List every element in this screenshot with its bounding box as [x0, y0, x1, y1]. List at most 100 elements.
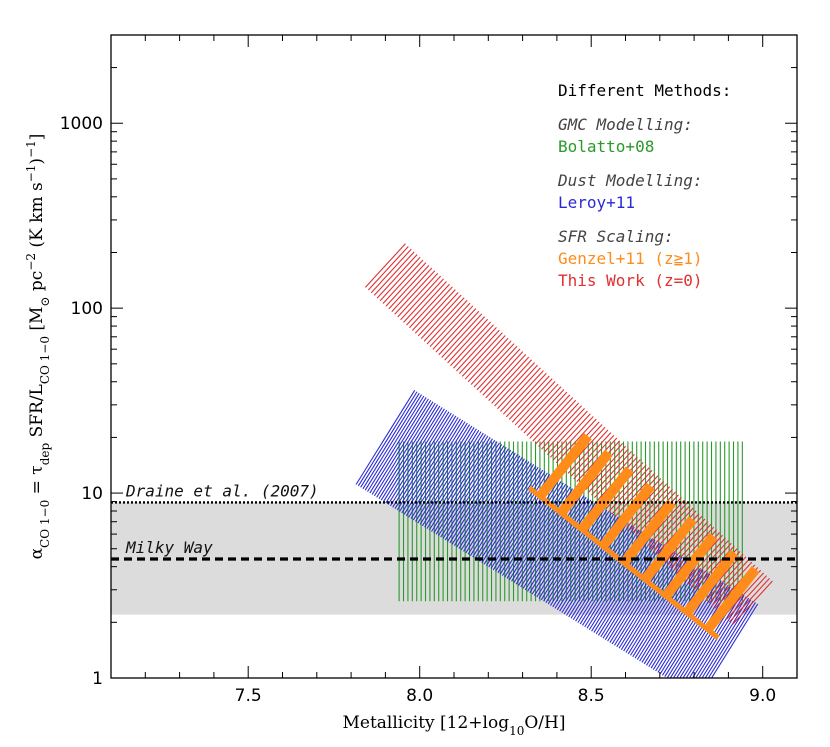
genzel-segment — [703, 566, 760, 633]
series-leroy-hatch-line — [367, 397, 427, 492]
series-leroy-hatch-line — [698, 597, 750, 678]
series-this-work-hatch-line — [379, 256, 421, 302]
series-leroy-hatch-line — [426, 434, 487, 529]
series-this-work-hatch-line — [455, 327, 497, 372]
series-leroy-hatch-line — [504, 482, 564, 578]
series-leroy-hatch-line — [577, 528, 637, 623]
y-axis-title-part: (K km s — [27, 182, 47, 253]
series-leroy-hatch-line — [392, 412, 452, 508]
legend: Different Methods:GMC Modelling:Bolatto+… — [557, 81, 731, 290]
series-this-work-hatch-line — [511, 378, 553, 423]
y-axis-title-part: CO 1−0 — [38, 336, 52, 384]
series-leroy-hatch-line — [380, 405, 441, 501]
series-this-work-hatch-line — [731, 580, 773, 625]
series-leroy-hatch-line — [383, 407, 443, 502]
series-this-work-hatch-line — [526, 391, 568, 437]
series-leroy-hatch-line — [704, 600, 754, 678]
series-leroy-hatch-line — [508, 485, 569, 581]
series-this-work-hatch-line — [693, 545, 735, 590]
series-this-work-hatch-line — [414, 289, 456, 334]
series-leroy-hatch-line — [595, 539, 656, 635]
series-genzel — [536, 432, 760, 633]
y-axis-title-part: CO 1−0 — [38, 500, 52, 548]
series-leroy-hatch-line — [472, 462, 532, 558]
series-leroy-hatch-line — [449, 448, 509, 544]
series-leroy-hatch-line — [506, 483, 567, 579]
milky-way-label: Milky Way — [125, 538, 213, 557]
series-this-work-hatch-line — [549, 413, 591, 458]
legend-item-label: Bolatto+08 — [558, 137, 654, 156]
y-axis-title-part: −1 — [24, 140, 38, 158]
series-leroy-hatch-line — [597, 540, 658, 636]
series-this-work-hatch-line — [690, 542, 732, 588]
series-this-work-hatch-line — [373, 251, 415, 296]
series-this-work-hatch-line — [502, 370, 544, 415]
series-this-work-hatch-line — [367, 246, 409, 291]
series-this-work-hatch-line — [438, 310, 480, 356]
series-this-work-hatch-line — [470, 340, 512, 385]
series-leroy-hatch-line — [460, 455, 521, 551]
series-leroy-hatch-line — [362, 394, 423, 490]
genzel-edge — [527, 486, 720, 640]
series-this-work-hatch-line — [473, 343, 515, 388]
series-this-work-hatch-line — [435, 308, 477, 353]
series-this-work-hatch-line — [687, 540, 729, 585]
x-tick-label: 9.0 — [749, 686, 776, 706]
plot-area — [111, 243, 797, 678]
x-axis-title-part: 10 — [509, 724, 524, 738]
legend-group-title: GMC Modelling: — [558, 115, 693, 134]
series-leroy-hatch-line — [485, 471, 546, 566]
series-this-work-hatch-line — [461, 332, 503, 377]
series-leroy-hatch-line — [435, 439, 496, 535]
series-leroy-hatch-line — [394, 414, 455, 509]
series-leroy-hatch-line — [428, 435, 489, 531]
series-this-work-hatch-line — [544, 407, 585, 453]
series-this-work-hatch-line — [391, 267, 433, 312]
series-leroy-hatch-line — [527, 496, 587, 592]
y-axis-title-part: SFR/L — [27, 384, 47, 443]
series-leroy-hatch-line — [688, 593, 743, 678]
series-leroy-hatch-line — [440, 442, 500, 538]
series-this-work-hatch-line — [447, 318, 489, 364]
series-this-work-hatch-line — [497, 364, 538, 410]
series-this-work-hatch-line — [588, 448, 629, 493]
genzel-segment — [619, 499, 676, 567]
series-leroy-hatch-line — [501, 481, 562, 576]
series-this-work-hatch-line — [670, 524, 712, 569]
genzel-segment — [682, 549, 739, 616]
series-leroy-hatch-line — [412, 425, 473, 521]
series-leroy-hatch-line — [424, 432, 484, 528]
series-leroy-hatch-line — [648, 572, 708, 668]
series-leroy-hatch-line — [456, 452, 516, 548]
series-this-work-hatch-line — [608, 467, 650, 512]
series-leroy-hatch-line — [387, 409, 448, 505]
series-this-work-hatch-line — [364, 243, 406, 288]
series-leroy-hatch-line — [417, 428, 477, 524]
series-this-work-hatch-line — [635, 491, 676, 536]
series-this-work-hatch-line — [552, 416, 594, 461]
series-leroy-hatch-line — [373, 401, 434, 497]
draine-label: Draine et al. (2007) — [125, 481, 319, 500]
series-leroy-hatch-line — [479, 466, 539, 562]
series-leroy-hatch-line — [437, 441, 498, 537]
series-leroy-hatch-line — [389, 411, 450, 507]
series-this-work-hatch-line — [529, 394, 571, 439]
x-axis-title: Metallicity [12+log10O/H] — [342, 713, 565, 738]
series-this-work-hatch-line — [517, 383, 559, 429]
series-this-work-hatch-line — [723, 572, 765, 617]
series-leroy-hatch-line — [570, 523, 631, 619]
series-this-work-hatch-line — [626, 483, 668, 528]
series-this-work-hatch-line — [514, 380, 556, 426]
series-leroy-hatch-line — [481, 468, 541, 564]
series-this-work-hatch-line — [585, 445, 627, 491]
x-tick-label: 8.5 — [578, 686, 605, 706]
series-leroy-hatch-line — [666, 583, 727, 678]
series-leroy-hatch-line — [531, 499, 592, 595]
series-this-work-hatch-line — [479, 348, 521, 393]
series-this-work-hatch-line — [376, 254, 418, 299]
series-this-work-hatch-line — [541, 405, 582, 450]
series-this-work-hatch-line — [726, 575, 767, 620]
series-leroy-hatch-line — [547, 509, 608, 605]
series-this-work-hatch-line — [649, 505, 691, 550]
series-leroy-hatch-line — [533, 501, 594, 596]
